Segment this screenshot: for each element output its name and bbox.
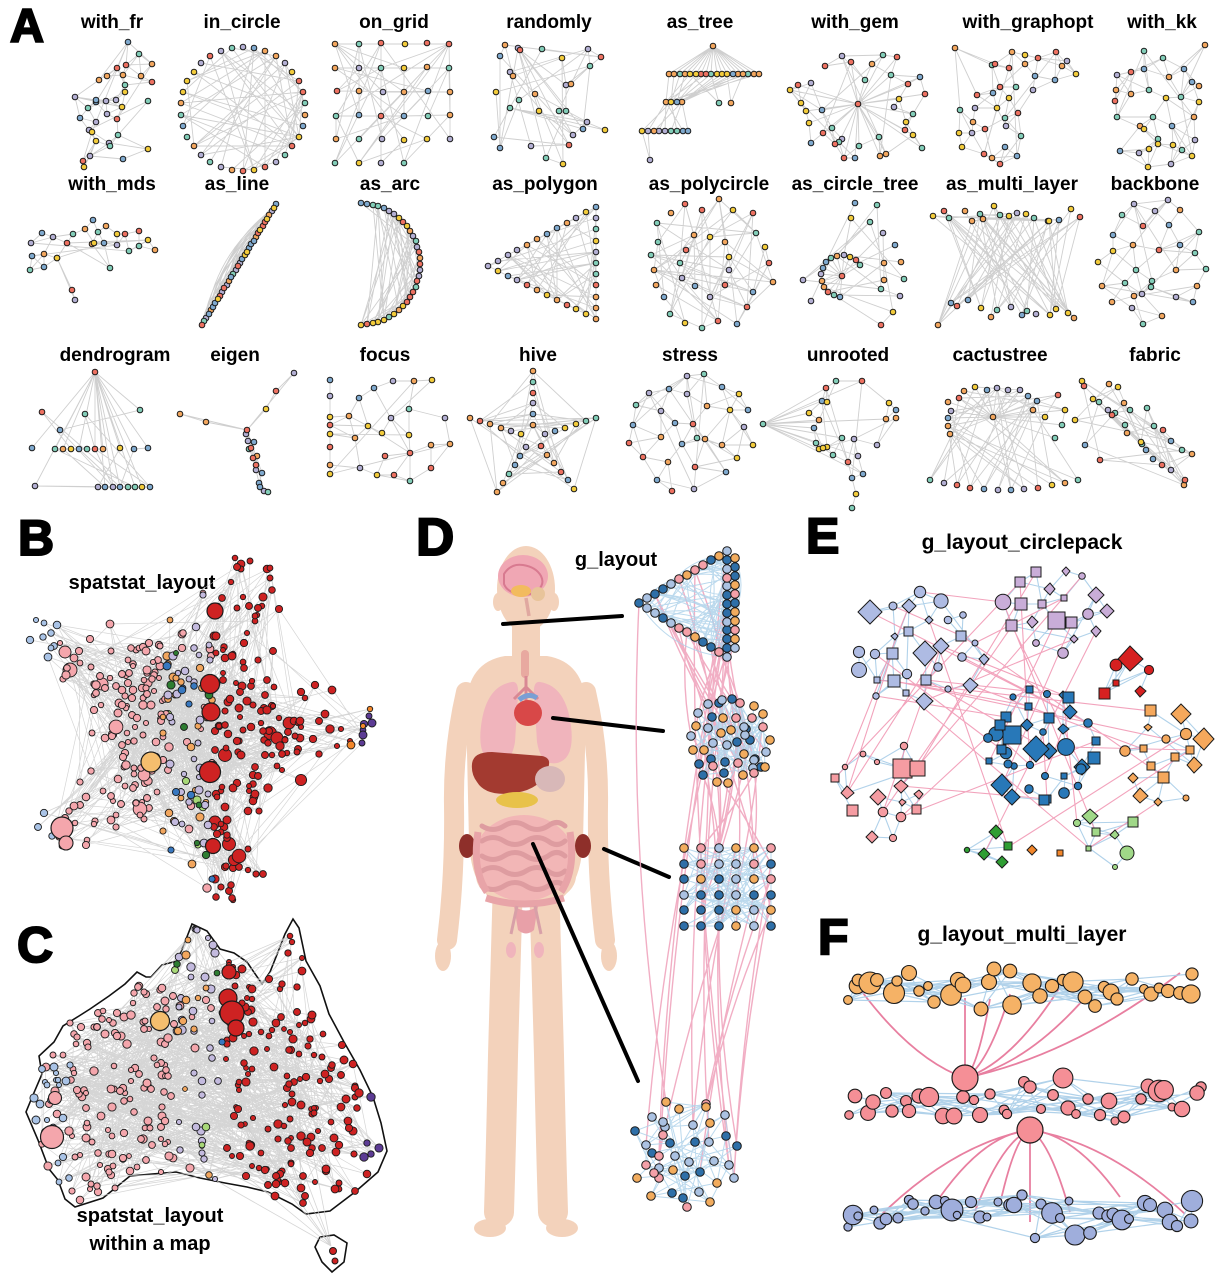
svg-text:focus: focus: [360, 345, 411, 366]
svg-text:as_arc: as_arc: [360, 174, 421, 195]
svg-text:with_graphopt: with_graphopt: [962, 12, 1095, 33]
svg-text:as_multi_layer: as_multi_layer: [946, 174, 1079, 195]
svg-text:C: C: [17, 917, 53, 973]
svg-text:with_mds: with_mds: [67, 174, 156, 195]
svg-text:B: B: [18, 510, 54, 566]
svg-text:unrooted: unrooted: [807, 345, 889, 366]
svg-text:g_layout: g_layout: [575, 549, 658, 571]
svg-text:E: E: [806, 508, 839, 564]
svg-text:with_fr: with_fr: [80, 12, 144, 33]
svg-text:on_grid: on_grid: [359, 12, 429, 33]
svg-text:as_polygon: as_polygon: [492, 174, 598, 195]
svg-text:fabric: fabric: [1129, 345, 1181, 366]
svg-text:as_circle_tree: as_circle_tree: [792, 174, 919, 195]
svg-text:with_gem: with_gem: [810, 12, 899, 33]
svg-text:as_polycircle: as_polycircle: [649, 174, 769, 195]
svg-text:stress: stress: [662, 345, 718, 366]
svg-text:backbone: backbone: [1111, 174, 1200, 195]
svg-text:hive: hive: [519, 345, 557, 366]
svg-text:A: A: [10, 0, 44, 52]
svg-text:g_layout_circlepack: g_layout_circlepack: [922, 531, 1123, 554]
svg-text:randomly: randomly: [506, 12, 592, 33]
svg-text:as_line: as_line: [205, 174, 269, 195]
svg-text:g_layout_multi_layer: g_layout_multi_layer: [918, 923, 1127, 946]
svg-text:D: D: [416, 508, 454, 567]
svg-text:eigen: eigen: [210, 345, 260, 366]
svg-text:with_kk: with_kk: [1126, 12, 1197, 33]
svg-text:spatstat_layout: spatstat_layout: [69, 572, 216, 594]
svg-text:in_circle: in_circle: [203, 12, 280, 33]
svg-text:as_tree: as_tree: [667, 12, 734, 33]
svg-text:within a map: within a map: [88, 1233, 210, 1255]
svg-text:F: F: [818, 909, 849, 965]
svg-text:dendrogram: dendrogram: [60, 345, 171, 366]
svg-text:cactustree: cactustree: [952, 345, 1047, 366]
svg-text:spatstat_layout: spatstat_layout: [77, 1205, 224, 1227]
